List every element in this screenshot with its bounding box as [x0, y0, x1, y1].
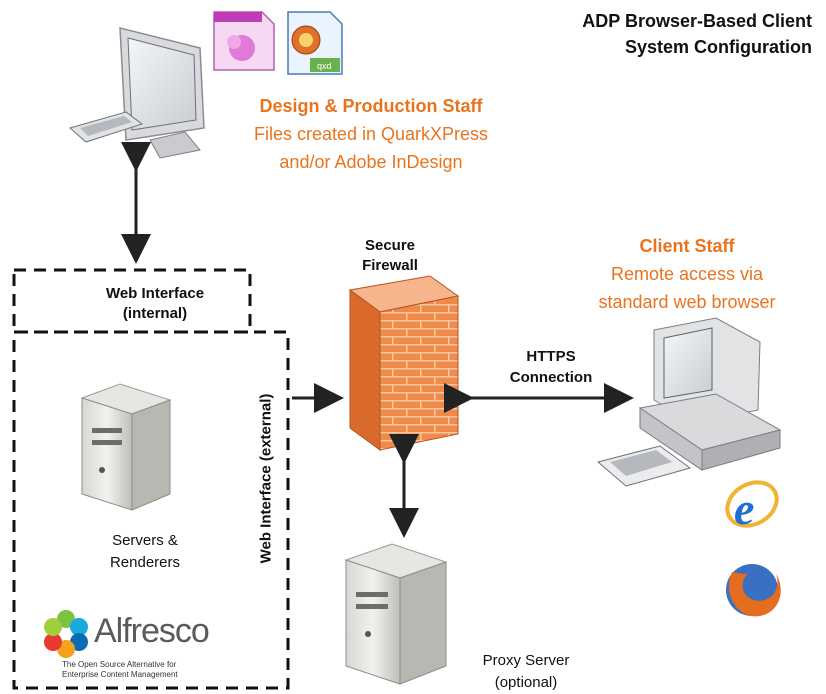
design-staff-line-1: Files created in QuarkXPress [253, 124, 489, 144]
proxy-server-icon [344, 543, 448, 685]
design-staff-label: Design & Production Staff Files created … [212, 92, 530, 176]
proxy-label-line-2: (optional) [494, 674, 558, 691]
client-staff-label: Client Staff Remote access via standard … [574, 232, 800, 316]
alfresco-logo-icon [44, 610, 88, 658]
firewall-label-line-2: Firewall [362, 257, 418, 274]
alfresco-tagline-line-2: Enterprise Content Management [62, 670, 178, 679]
firewall-icon [348, 275, 460, 451]
design-staff-line-2: and/or Adobe InDesign [279, 152, 463, 172]
client-staff-heading: Client Staff [639, 236, 735, 256]
client-computer-icon [596, 317, 782, 487]
svg-text:qxd: qxd [317, 61, 332, 71]
https-label-line-2: Connection [509, 369, 593, 386]
proxy-label-line-1: Proxy Server [482, 652, 570, 669]
indesign-file-icon [213, 11, 275, 71]
web-interface-external-label: Web Interface (external) [257, 393, 275, 564]
internet-explorer-icon: e [725, 480, 779, 534]
server-icon [80, 383, 172, 511]
title-line-2: System Configuration [624, 37, 812, 57]
diagram-title: ADP Browser-Based Client System Configur… [512, 8, 812, 60]
client-staff-line-1: Remote access via [610, 264, 764, 284]
servers-label: Servers & Renderers [90, 530, 200, 574]
quarkxpress-file-icon: qxd [287, 11, 343, 75]
alfresco-tagline-line-1: The Open Source Alternative for [62, 660, 177, 669]
firewall-label: Secure Firewall [344, 236, 436, 276]
title-line-1: ADP Browser-Based Client [582, 11, 812, 31]
https-label: HTTPS Connection [490, 346, 612, 388]
firewall-label-line-1: Secure [364, 237, 416, 254]
https-label-line-1: HTTPS [526, 348, 576, 365]
design-staff-heading: Design & Production Staff [259, 96, 483, 116]
servers-label-line-1: Servers & [112, 532, 178, 549]
web-interface-internal-box [12, 268, 252, 334]
web-interface-internal-label: Web Interface (internal) [70, 284, 240, 324]
web-interface-external-box [12, 330, 290, 690]
design-workstation-icon [68, 27, 205, 159]
web-internal-line-2: (internal) [122, 305, 188, 322]
alfresco-tagline: The Open Source Alternative for Enterpri… [62, 660, 178, 680]
firefox-icon [726, 564, 781, 617]
svg-text:e: e [734, 483, 754, 534]
servers-label-line-2: Renderers [109, 554, 181, 571]
client-staff-line-2: standard web browser [598, 292, 776, 312]
proxy-server-label: Proxy Server (optional) [456, 650, 596, 694]
alfresco-wordmark: Alfresco [94, 612, 210, 650]
web-internal-line-1: Web Interface [105, 285, 205, 302]
